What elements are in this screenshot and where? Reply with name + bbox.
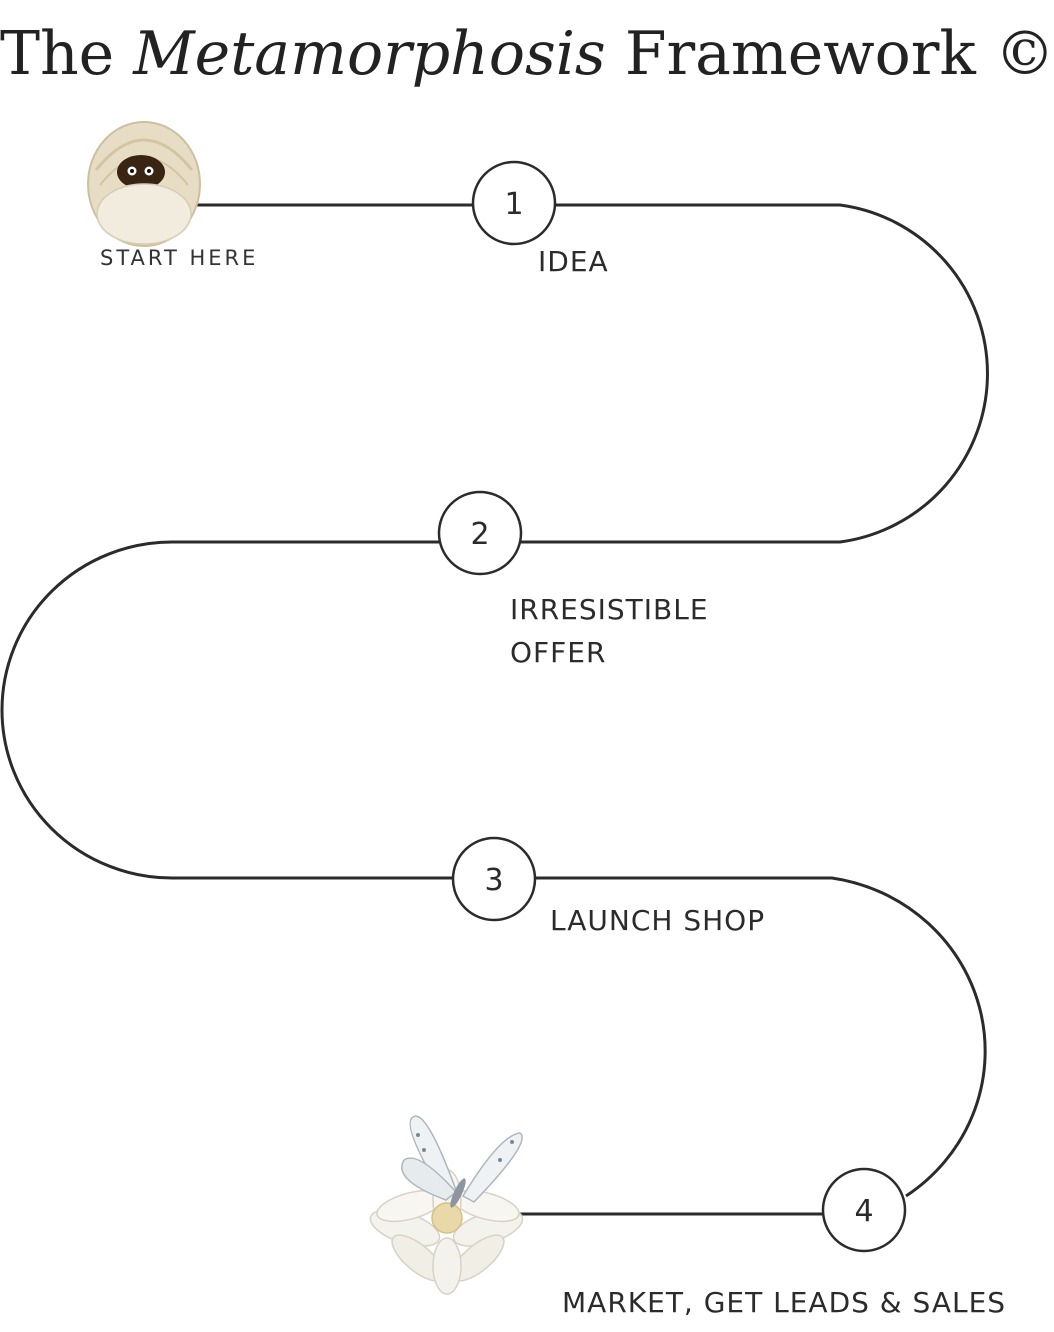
step-number-1: 1 <box>504 187 523 222</box>
step-node-1: 1 <box>471 160 557 246</box>
step-label-2-line-2: OFFER <box>510 636 607 669</box>
step-node-3: 3 <box>451 836 537 922</box>
cocoon-icon <box>87 121 201 247</box>
step-label-3: LAUNCH SHOP <box>550 899 765 942</box>
step-number-3: 3 <box>484 863 503 898</box>
step-label-1: IDEA <box>538 240 609 283</box>
step-label-2-line-1: IRRESISTIBLE <box>510 593 709 626</box>
title-prefix: The <box>0 19 115 89</box>
step-label-2: IRRESISTIBLE OFFER <box>510 588 709 674</box>
step-label-4: MARKET, GET LEADS & SALES <box>562 1281 1006 1324</box>
title-suffix: Framework © <box>624 19 1054 89</box>
step-label-1-line-1: IDEA <box>538 245 609 278</box>
butterfly-on-flower-icon <box>369 1115 524 1295</box>
diagram-title: The Metamorphosis Framework © <box>0 14 1054 94</box>
step-number-4: 4 <box>854 1194 873 1229</box>
journey-path <box>0 203 989 1216</box>
step-number-2: 2 <box>470 517 489 552</box>
title-emphasis: Metamorphosis <box>133 19 606 89</box>
start-here-label: START HERE <box>100 246 259 270</box>
step-node-2: 2 <box>437 490 523 576</box>
step-node-4: 4 <box>821 1167 907 1253</box>
step-label-4-line-1: MARKET, GET LEADS & SALES <box>562 1286 1007 1319</box>
step-label-3-line-1: LAUNCH SHOP <box>550 904 766 937</box>
